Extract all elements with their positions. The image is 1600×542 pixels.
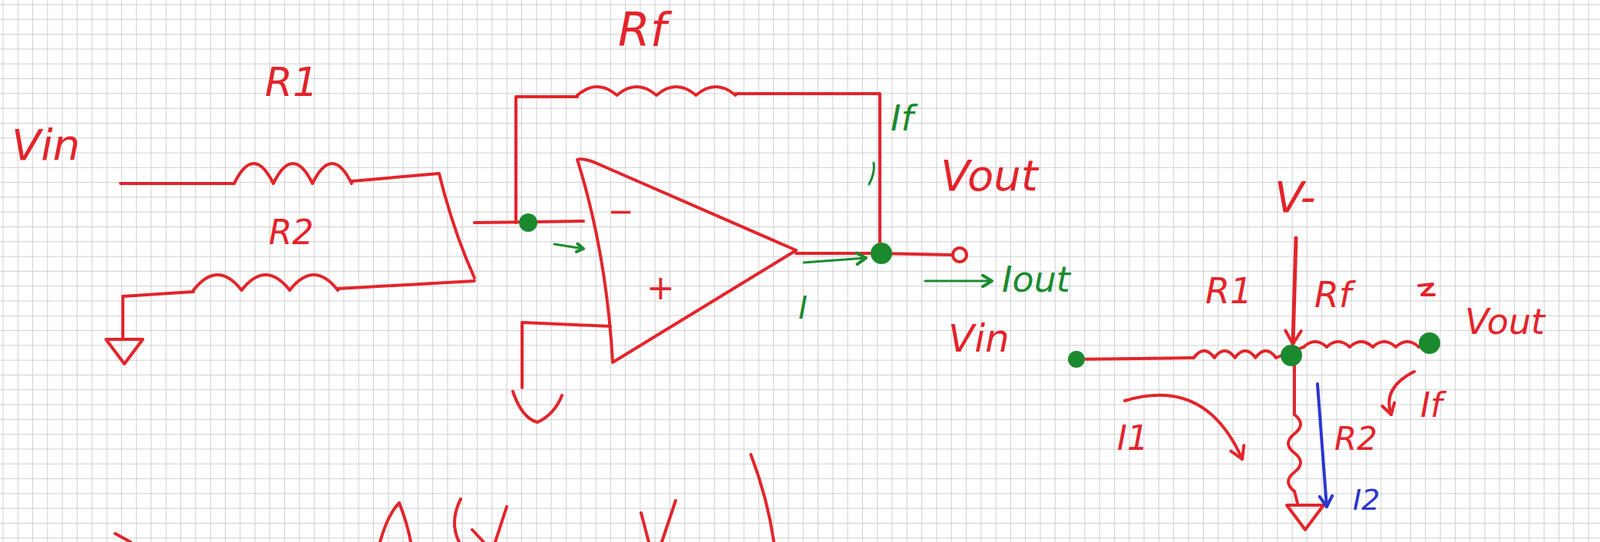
current-arrow	[1317, 383, 1327, 507]
resistor-label: Rf	[1314, 276, 1352, 314]
wire	[122, 291, 194, 297]
arrow-head	[982, 275, 992, 287]
grid-line	[0, 181, 1600, 183]
ground-symbol	[105, 339, 143, 364]
grid-line	[0, 108, 1600, 110]
handwriting	[641, 500, 676, 542]
current-label: If	[1420, 387, 1442, 424]
wire	[121, 296, 125, 338]
grid-line	[0, 167, 1600, 169]
output-terminal	[1420, 333, 1439, 353]
junction-dot	[1282, 346, 1301, 365]
resistor-label: R2	[268, 214, 315, 251]
grid-line	[0, 330, 1600, 331]
current-label: I1	[1117, 420, 1149, 457]
arrow-head	[1319, 495, 1333, 507]
junction-dot	[872, 244, 891, 263]
resistor-label: R1	[264, 61, 318, 104]
wire	[351, 173, 475, 278]
current-arrow	[803, 257, 867, 263]
grid-line	[0, 374, 1600, 376]
scribble	[1418, 284, 1435, 295]
wire	[515, 96, 578, 223]
grid-line	[0, 137, 1600, 139]
grid-line	[0, 419, 1600, 420]
grid-line	[0, 63, 1600, 65]
grid-line	[0, 241, 1600, 242]
resistor-symbol	[1193, 350, 1277, 358]
wire	[1292, 360, 1296, 415]
grid-line	[0, 537, 1600, 539]
current-label: If	[890, 99, 914, 137]
pin-sign: +	[646, 270, 675, 306]
wire	[337, 280, 475, 289]
resistor-symbol	[1303, 341, 1419, 348]
handwriting	[472, 506, 507, 542]
input-label: Vin	[948, 318, 1010, 360]
grid-line	[0, 4, 1600, 6]
resistor-label: R1	[1205, 272, 1253, 310]
grid-line	[0, 19, 1600, 20]
grid-line	[0, 404, 1600, 406]
grid-line	[0, 522, 1600, 524]
wire	[1294, 491, 1298, 503]
handwriting	[115, 533, 131, 542]
grid-line	[0, 360, 1600, 361]
grid-line	[0, 463, 1600, 465]
ground-symbol	[1286, 505, 1324, 530]
arrow-head	[1285, 330, 1302, 344]
current-label: I2	[1352, 485, 1380, 516]
grid-line	[0, 33, 1600, 35]
resistor-symbol	[1288, 414, 1301, 492]
pin-sign: −	[608, 195, 635, 228]
resistor-symbol	[577, 86, 736, 96]
arrow-head	[856, 253, 867, 265]
current-arrow	[925, 280, 992, 283]
grid-line	[0, 152, 1600, 154]
output-terminal	[952, 247, 967, 262]
grid-line	[0, 196, 1600, 198]
input-label: Vin	[11, 122, 80, 169]
voltage-label: V-	[1274, 175, 1316, 221]
current-label: I	[798, 291, 808, 324]
handwriting	[750, 454, 774, 542]
grid-line	[0, 478, 1600, 480]
grid-line	[0, 226, 1600, 228]
grid-line	[0, 271, 1600, 272]
handwriting	[454, 499, 461, 542]
current-label: Iout	[1001, 261, 1071, 298]
ground-symbol	[512, 391, 562, 423]
opamp-symbol	[577, 158, 797, 363]
resistor-label: R2	[1334, 422, 1378, 457]
arrow-head	[1230, 445, 1244, 460]
grid-line	[0, 256, 1600, 258]
arrow-head	[1381, 403, 1395, 415]
junction-dot	[520, 214, 536, 231]
resistor-label: Rf	[618, 6, 667, 55]
grid-line	[0, 344, 1600, 346]
voltage-arrow	[1292, 238, 1296, 344]
resistor-symbol	[234, 163, 352, 184]
arrow-head	[576, 244, 584, 252]
wire	[120, 181, 235, 186]
grid-line	[0, 78, 1600, 80]
resistor-symbol	[193, 274, 338, 291]
output-label: Vout	[1464, 303, 1545, 341]
wire	[735, 93, 880, 252]
current-mark	[869, 162, 874, 185]
grid-line	[0, 48, 1600, 50]
input-terminal	[1069, 352, 1084, 367]
grid-line	[0, 211, 1600, 213]
grid-line	[0, 122, 1600, 124]
handwriting	[380, 502, 411, 542]
output-label: Vout	[940, 153, 1039, 199]
wire	[1076, 357, 1194, 360]
grid-line	[0, 389, 1600, 391]
wire	[522, 322, 611, 388]
